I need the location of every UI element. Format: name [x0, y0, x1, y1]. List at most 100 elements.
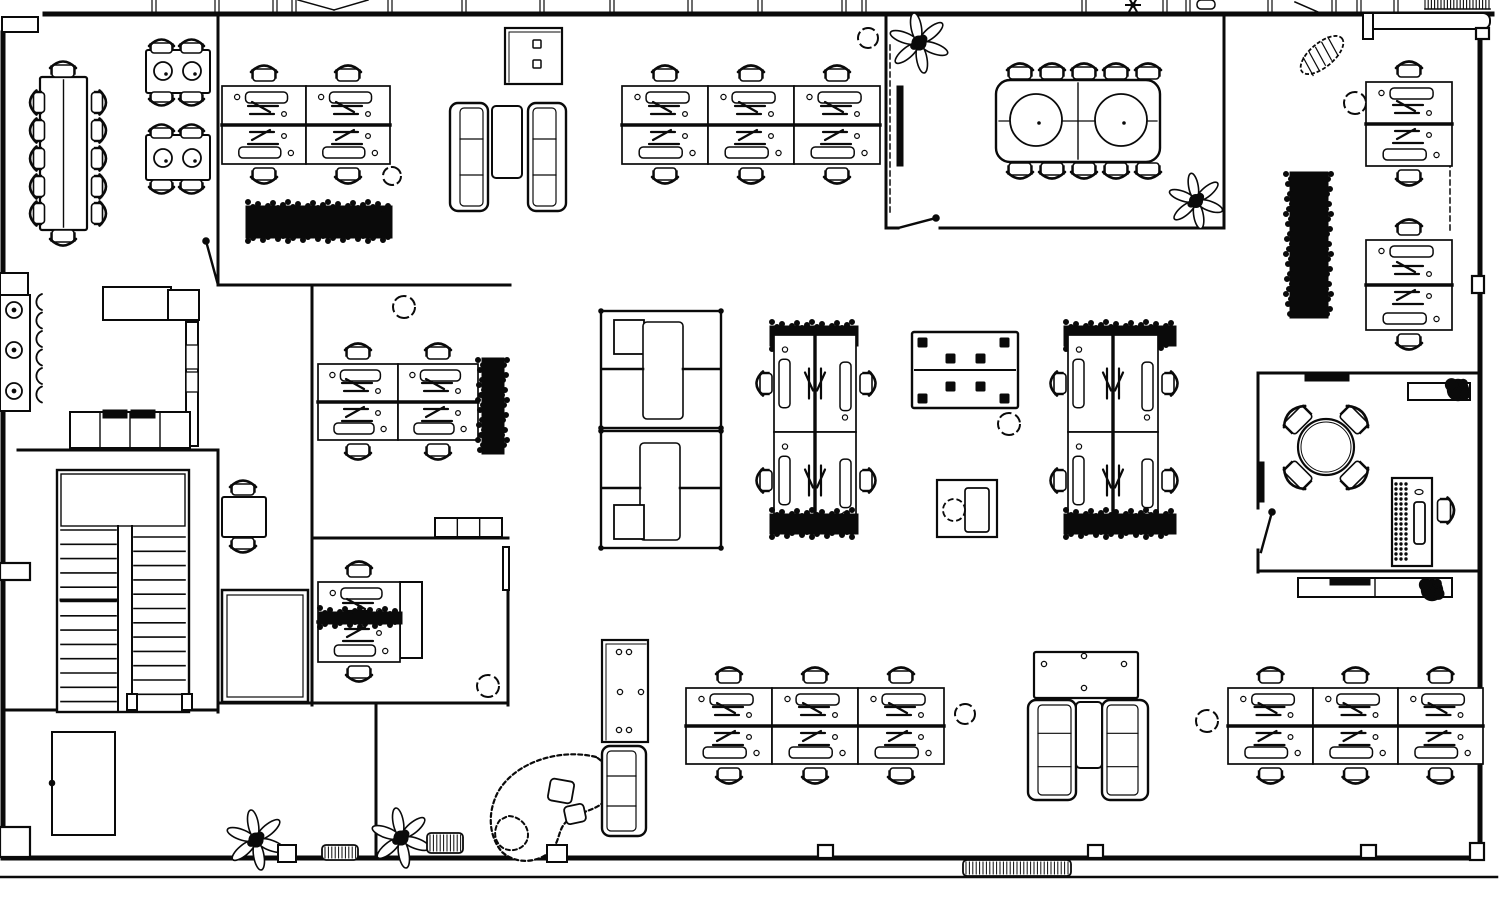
exterior-door — [1293, 0, 1320, 14]
planter — [474, 356, 510, 455]
window-tick — [214, 0, 220, 13]
cabinet-door — [185, 371, 199, 393]
window-tick — [539, 0, 545, 13]
radiator — [321, 844, 359, 861]
chair — [48, 229, 78, 247]
column — [816, 843, 835, 860]
privacy-booth — [598, 428, 724, 551]
workstation-cluster — [220, 64, 392, 185]
plant-pot — [1195, 709, 1219, 733]
plant-pot — [1343, 91, 1367, 115]
chair — [228, 479, 258, 496]
plant-pot — [382, 166, 402, 186]
chair — [1436, 496, 1456, 525]
window-tick — [151, 0, 157, 13]
coffee-table — [491, 105, 523, 179]
window-tick — [1331, 0, 1337, 13]
meeting-table — [221, 496, 267, 538]
plant-pot — [997, 412, 1021, 436]
conference-table — [38, 75, 89, 232]
chair — [1339, 460, 1370, 491]
workstation-pair — [1364, 60, 1454, 187]
window-tick — [1393, 0, 1399, 13]
counter-bracket — [1362, 12, 1374, 40]
door-swing — [896, 214, 940, 230]
waste-bin — [476, 674, 500, 698]
chair — [28, 89, 46, 116]
storage-cabinet — [503, 26, 564, 86]
chair — [1069, 62, 1099, 80]
wall-marker — [1304, 373, 1350, 382]
workstation-cluster — [1049, 333, 1179, 531]
chair — [228, 537, 258, 554]
chair — [177, 38, 206, 54]
plant-pot — [392, 295, 416, 319]
door-swing — [1259, 508, 1276, 554]
marker — [1125, 0, 1141, 13]
vent — [1424, 0, 1491, 10]
chair — [1339, 404, 1370, 435]
bar-stool — [5, 301, 23, 319]
planter — [1283, 171, 1335, 319]
workstation-pair — [1364, 218, 1454, 351]
whiteboard — [1258, 461, 1265, 503]
countertop-item — [102, 409, 128, 419]
chair — [90, 145, 108, 172]
stairs — [55, 468, 193, 714]
workstation-cluster — [620, 64, 882, 185]
counter — [102, 286, 172, 321]
meeting-table — [910, 330, 1020, 410]
flower-plant — [889, 12, 949, 74]
chair — [147, 38, 176, 54]
workstation-cluster — [1226, 666, 1485, 785]
radiator — [426, 832, 464, 854]
chair — [28, 117, 46, 144]
exterior-door — [297, 0, 369, 11]
chair — [1037, 162, 1067, 180]
privacy-booth — [598, 308, 724, 431]
bar-stool — [5, 382, 23, 400]
window-tick — [1162, 0, 1168, 13]
chair — [1282, 404, 1313, 435]
chair — [48, 60, 78, 78]
chair — [147, 91, 176, 107]
chair — [1282, 460, 1313, 491]
chair — [1005, 162, 1035, 180]
column — [1468, 841, 1486, 862]
chair — [90, 173, 108, 200]
column — [0, 825, 32, 859]
bar-stools — [35, 293, 43, 404]
sofa — [448, 101, 490, 213]
countertop-item — [130, 409, 156, 419]
planter — [768, 506, 859, 540]
counter — [1365, 12, 1491, 30]
chair — [177, 179, 206, 195]
sofa — [600, 744, 648, 838]
round-table — [1296, 417, 1356, 477]
fixture — [1196, 0, 1216, 10]
elevator-closet — [220, 588, 310, 704]
plant — [1444, 378, 1471, 402]
radiator — [962, 859, 1072, 877]
column — [0, 561, 32, 582]
window-tick — [1081, 0, 1087, 13]
chair — [1037, 62, 1067, 80]
chair — [177, 123, 206, 139]
workstation-cluster — [316, 342, 480, 461]
shelf — [434, 517, 503, 538]
column — [1470, 274, 1486, 295]
chair — [1101, 62, 1131, 80]
coffee-table — [1075, 701, 1103, 769]
flower-plant — [371, 807, 431, 869]
planter — [1063, 506, 1177, 540]
column — [1359, 843, 1378, 860]
desk-planter — [316, 604, 403, 630]
plant — [1418, 578, 1445, 602]
chair — [1101, 162, 1131, 180]
chair — [1133, 62, 1163, 80]
office-desk — [1390, 476, 1434, 568]
window-tick — [841, 0, 847, 13]
entry-door-slab — [1, 16, 39, 33]
conference-table — [994, 78, 1162, 164]
